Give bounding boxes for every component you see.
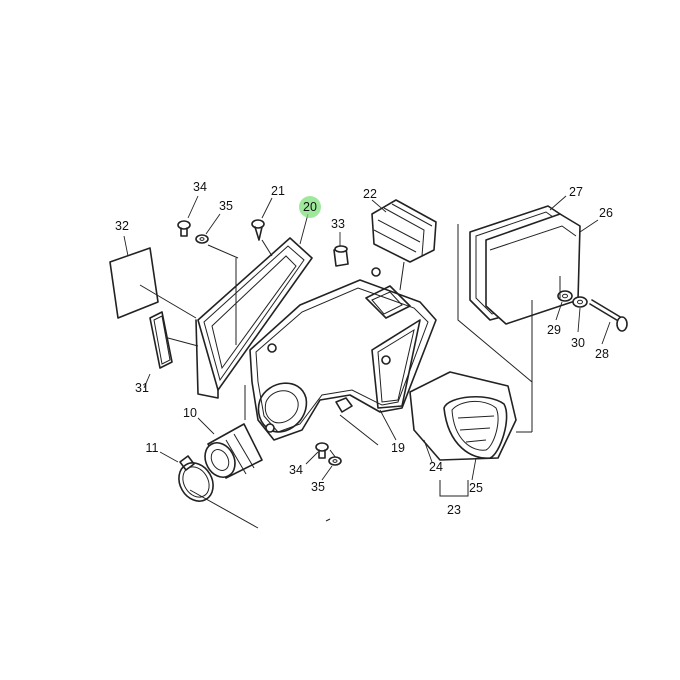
part-32-pad xyxy=(109,235,159,319)
part-28-bolt xyxy=(589,299,628,345)
part-19-air-box xyxy=(249,267,437,441)
callout-10: 10 xyxy=(183,406,197,420)
part-33-grommet xyxy=(333,232,349,267)
part-29-washer xyxy=(555,290,573,321)
part-34-screw-lower xyxy=(305,442,329,465)
callout-22: 22 xyxy=(363,187,377,201)
callout-35-top: 35 xyxy=(219,199,233,213)
part-20-cover xyxy=(195,213,313,399)
callout-27: 27 xyxy=(569,185,583,199)
part-group-frame-upper xyxy=(457,224,561,384)
callout-24: 24 xyxy=(429,460,443,474)
callout-19: 19 xyxy=(391,441,405,455)
callout-20: 20 xyxy=(303,200,317,214)
callout-labels: 34 35 21 20 22 27 26 32 33 29 30 28 31 1… xyxy=(115,180,613,517)
callout-21: 21 xyxy=(271,184,285,198)
callout-11: 11 xyxy=(146,441,159,455)
callout-20-highlight xyxy=(299,196,321,218)
part-10-intake-boot xyxy=(197,417,263,479)
callout-26: 26 xyxy=(599,206,613,220)
part-22-boot xyxy=(371,199,437,291)
callout-28: 28 xyxy=(595,347,609,361)
part-group-frame-lower xyxy=(516,382,533,433)
callout-29: 29 xyxy=(547,323,561,337)
callout-35-lower: 35 xyxy=(311,480,325,494)
alignment-lines xyxy=(139,239,379,529)
small-mark xyxy=(325,518,331,522)
part-21-screw xyxy=(251,197,273,241)
callout-25: 25 xyxy=(469,481,483,495)
callout-34-top: 34 xyxy=(193,180,207,194)
part-23-filter-element xyxy=(409,371,517,497)
part-35-washer-lower xyxy=(321,456,342,481)
part-30-washer xyxy=(572,296,588,333)
part-11-clamp xyxy=(159,451,214,502)
callout-33: 33 xyxy=(331,217,345,231)
part-31-small-pad xyxy=(143,311,173,389)
callout-34-lower: 34 xyxy=(289,463,303,477)
callout-32: 32 xyxy=(115,219,129,233)
callout-31: 31 xyxy=(135,381,149,395)
callout-30: 30 xyxy=(571,336,585,350)
part-35-washer-top xyxy=(195,213,221,244)
callout-23: 23 xyxy=(447,503,461,517)
part-34-screw-top xyxy=(177,195,199,237)
